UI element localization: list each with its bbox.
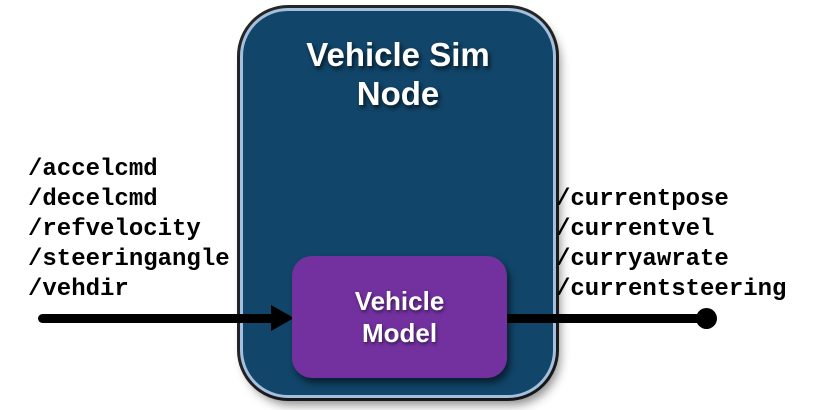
input-topics-list: /accelcmd /decelcmd /refvelocity /steeri… [28, 155, 230, 305]
vehicle-sim-node-title: Vehicle Sim Node [306, 36, 490, 112]
vehicle-model-title: Vehicle Model [354, 286, 445, 348]
input-topic-label: /decelcmd [28, 186, 158, 213]
output-topic-label: /currentvel [556, 216, 715, 243]
input-topic-label: /accelcmd [28, 156, 158, 183]
input-arrow-line [38, 314, 273, 323]
output-topic-label: /currentpose [556, 186, 729, 213]
input-topic-label: /refvelocity [28, 216, 201, 243]
output-topics-list: /currentpose /currentvel /curryawrate /c… [556, 185, 786, 305]
output-arrow-line [500, 314, 700, 323]
output-topic-label: /currentsteering [556, 276, 787, 303]
output-arrow-end-dot [696, 308, 717, 329]
vehicle-model-box: Vehicle Model [292, 256, 507, 378]
output-topic-label: /curryawrate [556, 246, 729, 273]
input-arrowhead [271, 305, 294, 331]
input-topic-label: /vehdir [28, 276, 129, 303]
input-topic-label: /steeringangle [28, 246, 230, 273]
